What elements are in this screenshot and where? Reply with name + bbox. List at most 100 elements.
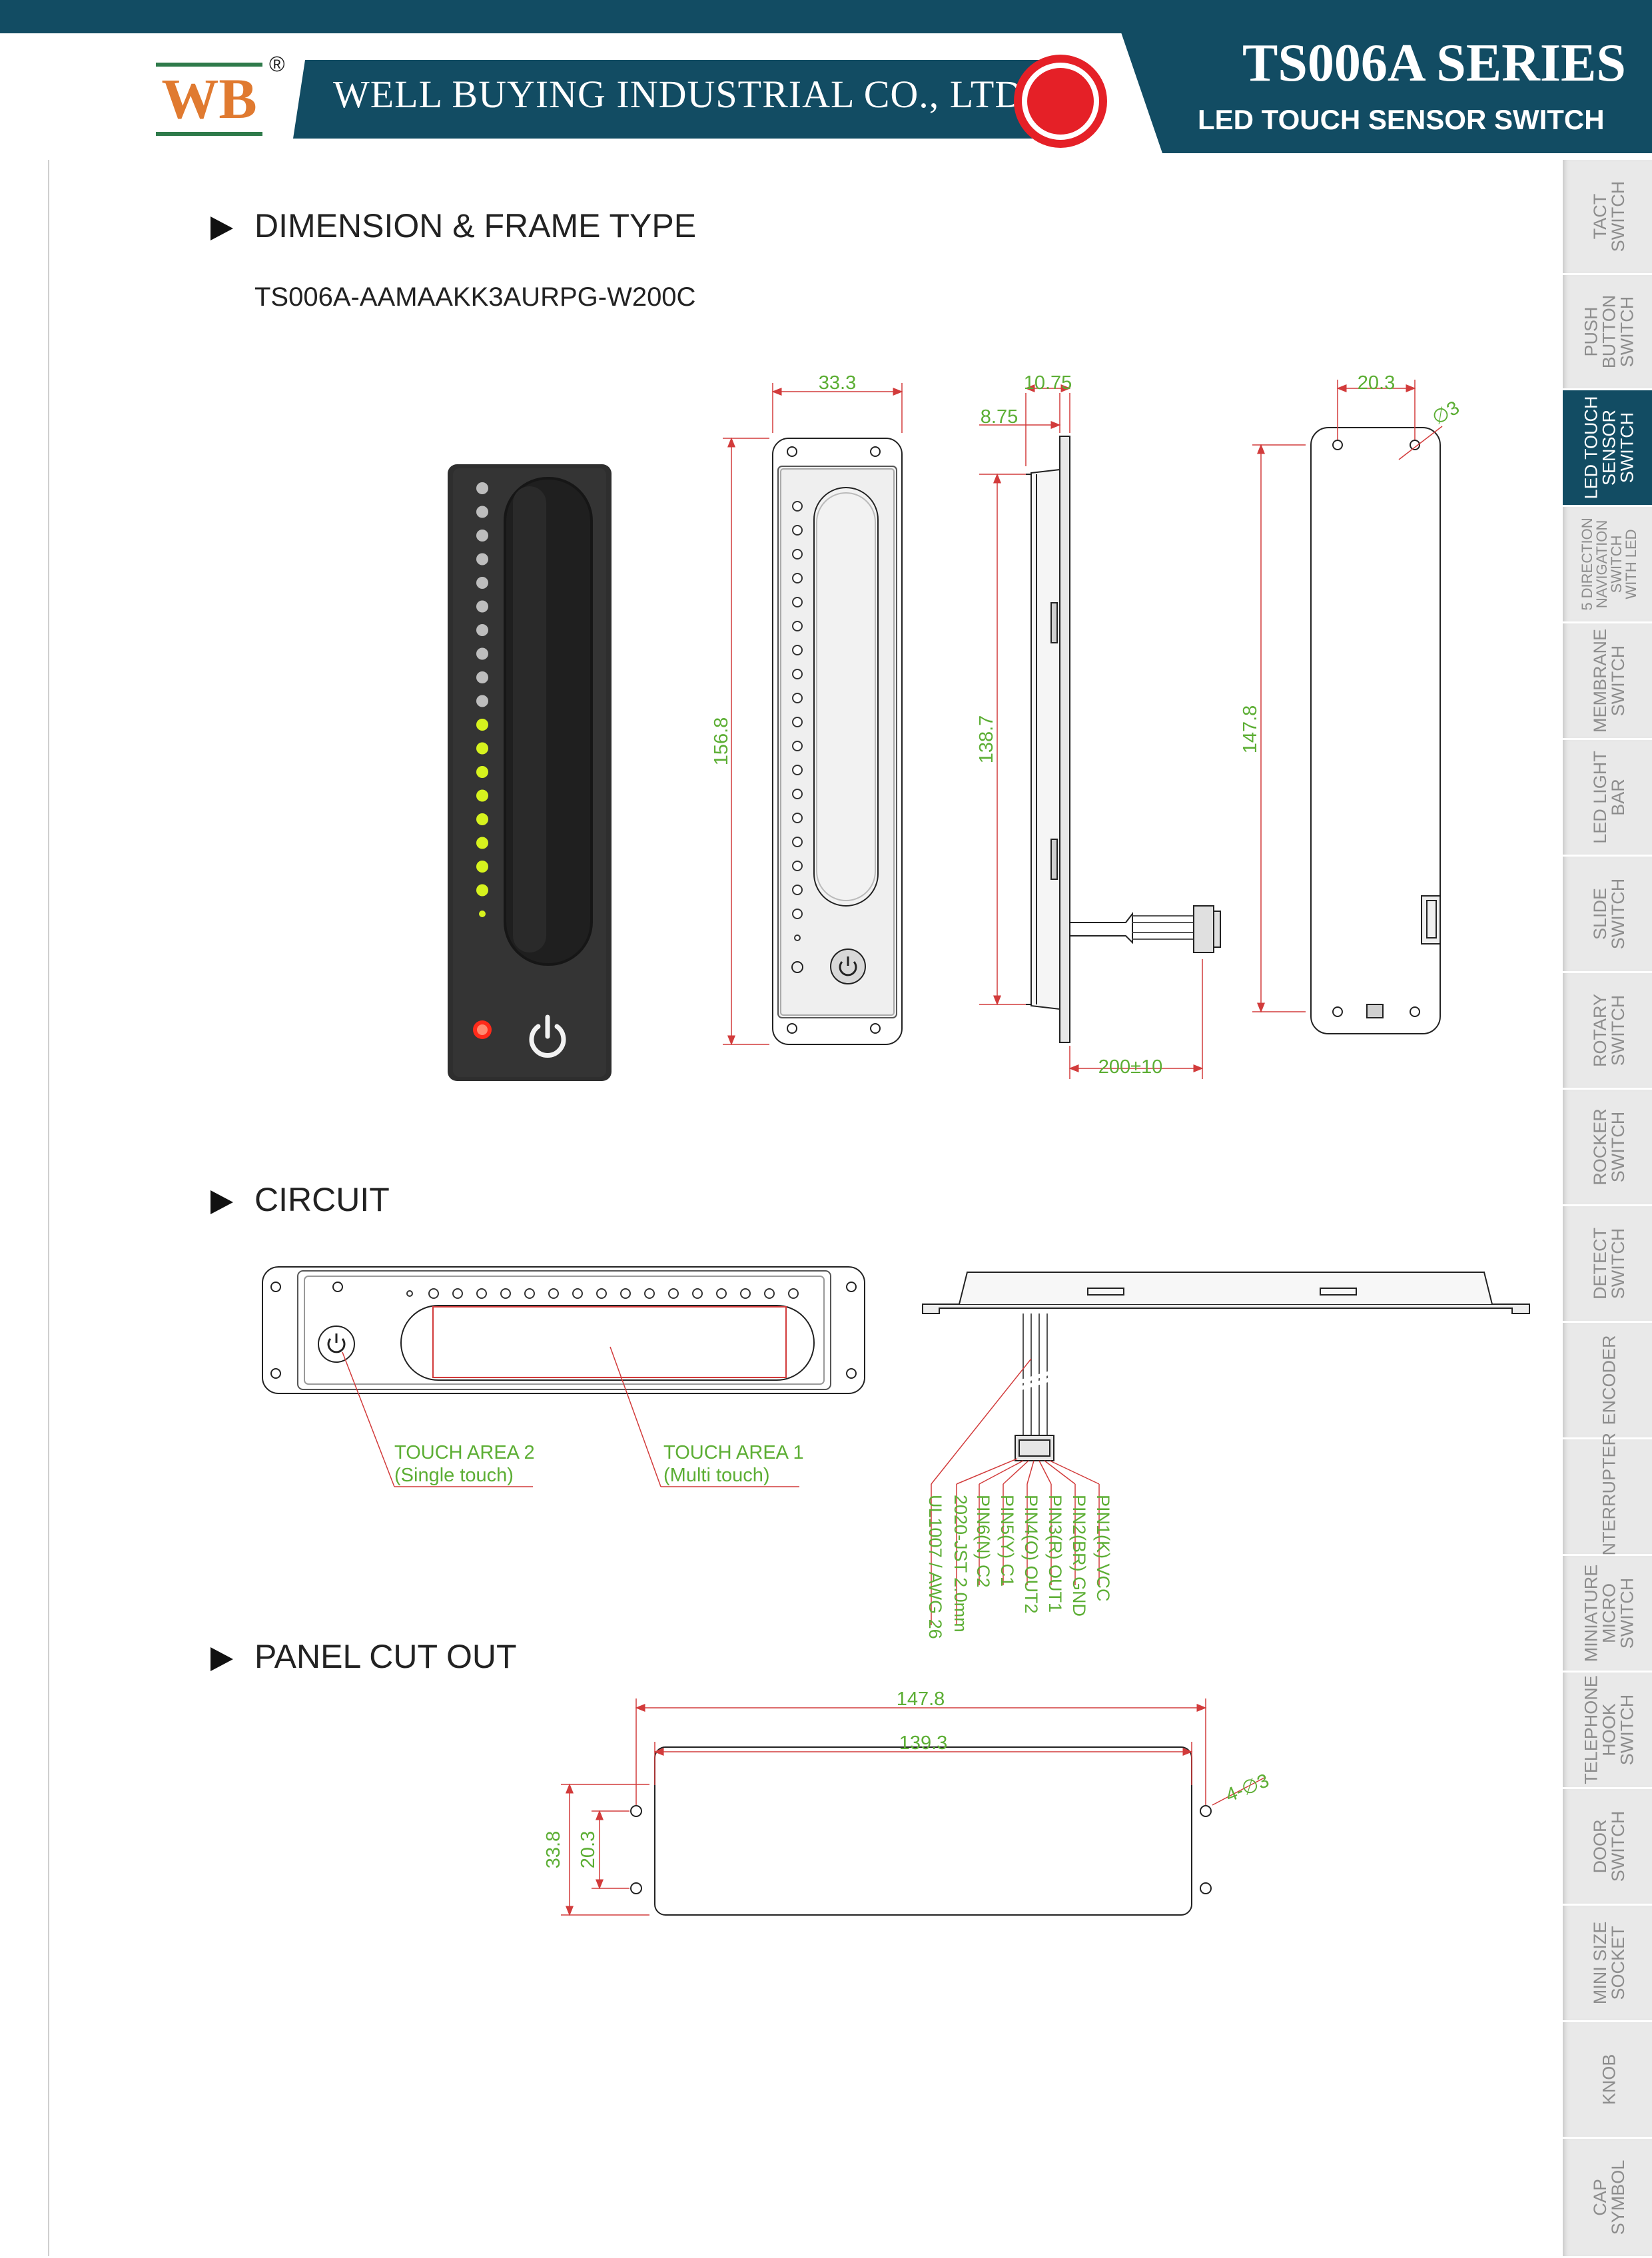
- tab-tact-switch[interactable]: TACT SWITCH: [1563, 160, 1652, 275]
- logo-bottom-bar: [156, 132, 262, 136]
- circuit-led-dot: [406, 1290, 413, 1297]
- pin-leaders: [931, 1358, 1100, 1625]
- section-circuit: CIRCUIT: [210, 1180, 390, 1219]
- led-dot: [476, 742, 488, 755]
- circuit-led-dot: [620, 1288, 631, 1299]
- led-dot: [479, 911, 486, 917]
- tab-miniature-micro-switch[interactable]: MINIATURE MICRO SWITCH: [1563, 1556, 1652, 1673]
- circuit-led-dot: [596, 1288, 607, 1299]
- connector-spec-label: 2020-JST 2.0mm: [951, 1495, 971, 1633]
- tab-rocker-switch[interactable]: ROCKER SWITCH: [1563, 1090, 1652, 1206]
- led-indicator-column: [476, 482, 488, 917]
- led-dot: [476, 482, 488, 494]
- section-circuit-title: CIRCUIT: [254, 1181, 390, 1218]
- section-arrow-icon: [210, 216, 233, 240]
- power-icon: [529, 1014, 566, 1058]
- dim-back-hole-diameter: ∅3: [1429, 397, 1463, 429]
- pin-5-label: PIN5(Y) C1: [997, 1495, 1017, 1587]
- panel-cutout-drawing: [630, 1746, 1212, 1916]
- section-arrow-icon: [210, 1190, 233, 1214]
- led-dot: [476, 884, 488, 897]
- tab-door-switch[interactable]: DOOR SWITCH: [1563, 1789, 1652, 1906]
- pin-2-label: PIN2(BR) GND: [1069, 1495, 1089, 1617]
- dim-panel-hole-spacing: 20.3: [578, 1831, 599, 1868]
- front-led-dot: [792, 837, 803, 847]
- dim-cable-length: 200±10: [1098, 1056, 1163, 1078]
- logo-top-bar: [156, 63, 262, 67]
- touch-area-1-label: TOUCH AREA 1: [663, 1442, 804, 1463]
- tab-knob[interactable]: KNOB: [1563, 2022, 1652, 2139]
- circuit-led-dot: [740, 1288, 751, 1299]
- tab-interrupter[interactable]: INTERRUPTER: [1563, 1433, 1652, 1561]
- front-led-dot: [794, 935, 801, 941]
- company-name: WELL BUYING INDUSTRIAL CO., LTD: [333, 73, 1024, 116]
- dim-front-height: 156.8: [711, 717, 732, 766]
- front-led-dot: [792, 573, 803, 583]
- front-led-dot: [792, 549, 803, 560]
- dim-front-width: 33.3: [819, 372, 856, 394]
- pin-1-label: PIN1(K) VCC: [1093, 1495, 1113, 1602]
- registered-mark: ®: [269, 52, 285, 76]
- circuit-side-view: [922, 1272, 1530, 1461]
- dim-panel-cut-width: 139.3: [899, 1732, 948, 1754]
- circuit-led-dot: [428, 1288, 439, 1299]
- tab-rotary-switch[interactable]: ROTARY SWITCH: [1563, 973, 1652, 1090]
- model-code: TS006A-AAMAAKK3AURPG-W200C: [254, 282, 696, 312]
- pin-3-label: PIN3(R) OUT1: [1045, 1495, 1065, 1613]
- circuit-front-view: [262, 1266, 865, 1394]
- pin-4-label: PIN4(O) OUT2: [1021, 1495, 1041, 1614]
- touch-area-2-note: (Single touch): [394, 1465, 514, 1486]
- tab-membrane-switch[interactable]: MEMBRANE SWITCH: [1563, 623, 1652, 740]
- tab-cap-symbol[interactable]: CAP SYMBOL: [1563, 2139, 1652, 2258]
- series-banner: [1119, 27, 1652, 153]
- front-view: [772, 438, 903, 1045]
- front-led-dots: [792, 501, 803, 941]
- led-dot: [476, 530, 488, 542]
- led-dot: [476, 600, 488, 613]
- tab-5-direction-navigation-switch[interactable]: 5 DIRECTION NAVIGATION SWITCH WITH LED: [1563, 507, 1652, 623]
- front-led-dot: [792, 621, 803, 631]
- front-led-dot: [792, 813, 803, 823]
- technical-drawings: 33.3 156.8 10.75 8.75 138.7 200±10: [262, 372, 1530, 1916]
- side-dimensions: [979, 384, 1204, 1079]
- back-dimensions: [1252, 380, 1443, 1013]
- circuit-led-dot: [524, 1288, 535, 1299]
- tab-slide-switch[interactable]: SLIDE SWITCH: [1563, 857, 1652, 973]
- dim-side-height: 138.7: [976, 715, 997, 764]
- tab-led-touch-sensor-switch[interactable]: LED TOUCH SENSOR SWITCH: [1563, 390, 1652, 507]
- dim-panel-holes: 4-∅3: [1222, 1770, 1272, 1806]
- front-led-dot: [792, 501, 803, 512]
- front-led-dot: [792, 597, 803, 607]
- circuit-led-dot: [644, 1288, 655, 1299]
- product-photo: [448, 464, 612, 1081]
- led-dot: [476, 671, 488, 683]
- wire-spec-label: UL1007 / AWG 26: [925, 1495, 945, 1639]
- tab-led-light-bar[interactable]: LED LIGHT BAR: [1563, 740, 1652, 857]
- dim-side-depth: 10.75: [1024, 372, 1072, 394]
- tab-encoder[interactable]: ENCODER: [1563, 1323, 1652, 1439]
- section-panel: PANEL CUT OUT: [210, 1637, 517, 1676]
- circuit-led-dot: [692, 1288, 703, 1299]
- led-dot: [476, 553, 488, 565]
- circuit-led-dot: [476, 1288, 487, 1299]
- panel-dimensions: [561, 1698, 1266, 1916]
- section-dimension-title: DIMENSION & FRAME TYPE: [254, 207, 697, 244]
- touch-area-1-note: (Multi touch): [663, 1465, 770, 1486]
- front-led-dot: [792, 525, 803, 536]
- front-led-dot: [792, 789, 803, 799]
- tab-telephone-hook-switch[interactable]: TELEPHONE HOOK SWITCH: [1563, 1673, 1652, 1789]
- section-dimension: DIMENSION & FRAME TYPE: [210, 206, 696, 245]
- section-panel-title: PANEL CUT OUT: [254, 1638, 517, 1675]
- touch-leaders: [342, 1346, 799, 1487]
- led-dot: [476, 766, 488, 778]
- front-dimensions: [723, 383, 903, 1046]
- front-led-dot: [792, 693, 803, 703]
- circuit-led-dot: [764, 1288, 775, 1299]
- tab-mini-size-socket[interactable]: MINI SIZE SOCKET: [1563, 1906, 1652, 2022]
- front-led-dot: [792, 909, 803, 919]
- tab-push-button-switch[interactable]: PUSH BUTTON SWITCH: [1563, 275, 1652, 390]
- front-led-dot: [792, 669, 803, 679]
- led-dot: [476, 695, 488, 707]
- front-led-dot: [792, 861, 803, 871]
- tab-detect-switch[interactable]: DETECT SWITCH: [1563, 1206, 1652, 1323]
